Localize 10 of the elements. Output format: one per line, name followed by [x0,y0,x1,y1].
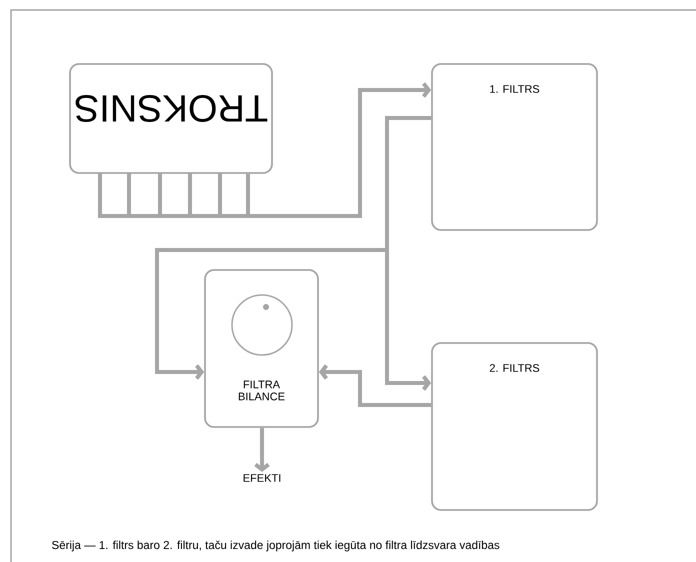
balance-control-box: FILTRA BILANCE [204,269,319,428]
noise-source-box: TROKSNIS [69,63,273,174]
filter-box: 1. FILTRS [431,63,598,231]
arrow [385,116,432,391]
caption: Sērija — 1. filtrs baro 2. filtru, taču izvade joprojām tiek iegūta no filtra līdzsvara vadības [52,540,500,552]
arrow [254,428,270,472]
output-label: EFEKTI [244,474,280,482]
arrow [246,82,432,218]
arrow [318,364,432,407]
filter-box: 2. FILTRS [431,342,598,511]
